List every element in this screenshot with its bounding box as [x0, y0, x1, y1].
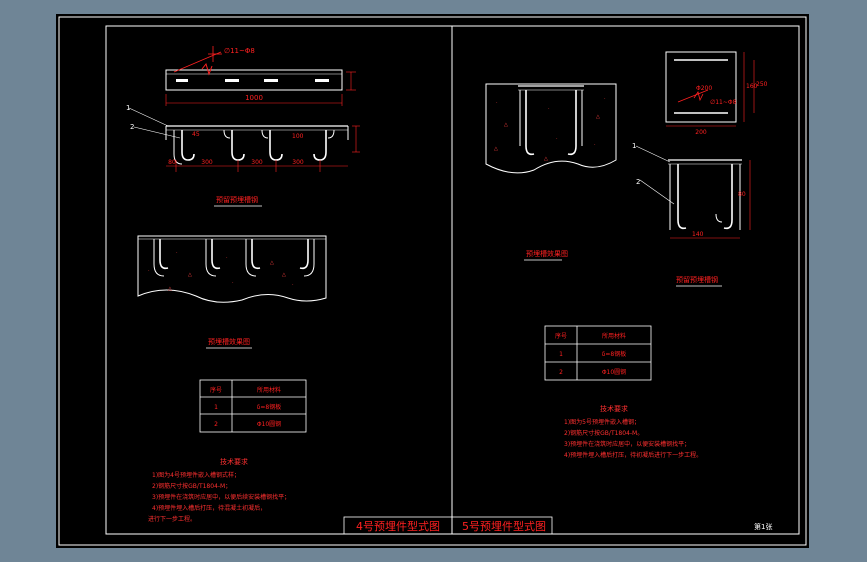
left-table-r1-mat: δ=8钢板	[257, 403, 282, 411]
left-note-5: 进行下一步工程。	[148, 515, 196, 523]
svg-text:·: ·	[176, 250, 178, 256]
right-ref-dim: Φ200	[696, 85, 712, 92]
svg-text:·: ·	[232, 280, 234, 286]
svg-text:·: ·	[148, 268, 150, 274]
left-table-header-mat: 所用材料	[257, 386, 281, 394]
left-note-1: 1)图为4号预埋件嵌入槽钢式样；	[152, 471, 240, 479]
drawing-viewport[interactable]: ∅11~Φ8 1000 1 2 45 100	[56, 14, 809, 548]
left-callout: ∅11~Φ8	[224, 47, 255, 55]
cad-drawing: ∅11~Φ8 1000 1 2 45 100	[58, 16, 807, 546]
svg-text:△: △	[168, 286, 172, 292]
left-table-r2-mat: Φ10圆钢	[257, 420, 281, 428]
right-dim-side: 160	[746, 83, 758, 90]
right-notes-title: 技术要求	[600, 404, 628, 413]
right-table-r1-mat: δ=8钢板	[602, 350, 627, 358]
left-dim-gap: 100	[292, 133, 304, 140]
left-table-r1-no: 1	[214, 404, 218, 411]
left-concrete-section: · △ · △ · △ · △ ·	[137, 235, 327, 303]
left-material-table: 序号 所用材料 1 δ=8钢板 2 Φ10圆钢	[199, 379, 307, 433]
right-dim-right: 250	[756, 81, 768, 88]
svg-text:·: ·	[226, 255, 228, 261]
right-concrete-section: · △ · △ · △ · △ ·	[485, 83, 617, 174]
right-note-4: 4)预埋件埋入槽后打压，待初凝后进行下一步工程。	[564, 451, 702, 459]
left-table-header-no: 序号	[210, 386, 222, 394]
left-span-2: 300	[251, 159, 263, 166]
left-table-r2-no: 2	[214, 421, 218, 428]
right-dim-bottom: 140	[692, 231, 704, 238]
right-material-table: 序号 所用材料 1 δ=8钢板 2 Φ10圆钢	[544, 325, 652, 381]
left-sub-label: 45	[192, 131, 200, 138]
left-span-0: 80	[168, 159, 176, 166]
right-callout: ∅11~Φ8	[710, 99, 737, 106]
right-section-title: 预埋槽效果图	[526, 249, 568, 258]
sheet-number: 第1张	[754, 522, 772, 531]
svg-text:△: △	[596, 114, 600, 120]
svg-text:△: △	[544, 156, 548, 162]
right-elevation-view: 1 2 80 140	[632, 142, 751, 239]
right-note-2: 2)钢筋尺寸按GB/T1804-M。	[564, 429, 643, 437]
svg-text:△: △	[504, 122, 508, 128]
left-dim-total: 1000	[245, 94, 263, 102]
right-table-header-mat: 所用材料	[602, 332, 626, 340]
svg-text:·: ·	[604, 96, 606, 102]
right-leader-1: 1	[632, 142, 636, 150]
title-block: 4号预埋件型式图 5号预埋件型式图 第1张	[343, 516, 772, 535]
left-note-2: 2)钢筋尺寸按GB/T1804-M；	[152, 482, 231, 490]
right-note-3: 3)预埋件在浇筑时应居中，以便安装槽钢找平；	[564, 440, 690, 448]
svg-text:·: ·	[556, 136, 558, 142]
svg-text:·: ·	[496, 100, 498, 106]
right-leader-2: 2	[636, 178, 640, 186]
left-note-4: 4)预埋件埋入槽后打压，待混凝土初凝后，	[152, 504, 266, 512]
left-view-title: 预留预埋槽钢	[216, 195, 258, 204]
svg-text:△: △	[282, 272, 286, 278]
left-leader-2: 2	[130, 123, 134, 131]
right-table-r2-no: 2	[559, 369, 563, 376]
right-dim-top: 200	[695, 129, 707, 136]
svg-text:△: △	[494, 146, 498, 152]
right-note-1: 1)图为5号预埋件嵌入槽钢；	[564, 418, 640, 426]
left-notes-title: 技术要求	[220, 457, 248, 466]
left-plan-view: ∅11~Φ8 1000	[165, 46, 356, 106]
right-plan-view: Φ200 ∅11~Φ8 200 160 250	[665, 51, 768, 136]
left-span-3: 300	[292, 159, 304, 166]
right-table-header-no: 序号	[555, 332, 567, 340]
outer-frame	[58, 16, 807, 546]
svg-text:△: △	[188, 272, 192, 278]
right-view-title: 预留预埋槽钢	[676, 275, 718, 284]
svg-text:·: ·	[594, 142, 596, 148]
title-right: 5号预埋件型式图	[462, 519, 546, 533]
right-table-r2-mat: Φ10圆钢	[602, 368, 626, 376]
left-section-title: 预埋槽效果图	[208, 337, 250, 346]
svg-text:△: △	[270, 260, 274, 266]
left-note-3: 3)预埋件在浇筑时应居中，以便后续安装槽钢找平；	[152, 493, 290, 501]
title-left: 4号预埋件型式图	[356, 519, 440, 533]
left-span-1: 300	[201, 159, 213, 166]
right-dim-side-b: 80	[738, 191, 746, 198]
left-elevation-view: 1 2 45 100 80 300 300 300	[126, 104, 360, 172]
svg-text:·: ·	[548, 106, 550, 112]
left-leader-1: 1	[126, 104, 130, 112]
right-table-r1-no: 1	[559, 351, 563, 358]
svg-text:·: ·	[292, 282, 294, 288]
